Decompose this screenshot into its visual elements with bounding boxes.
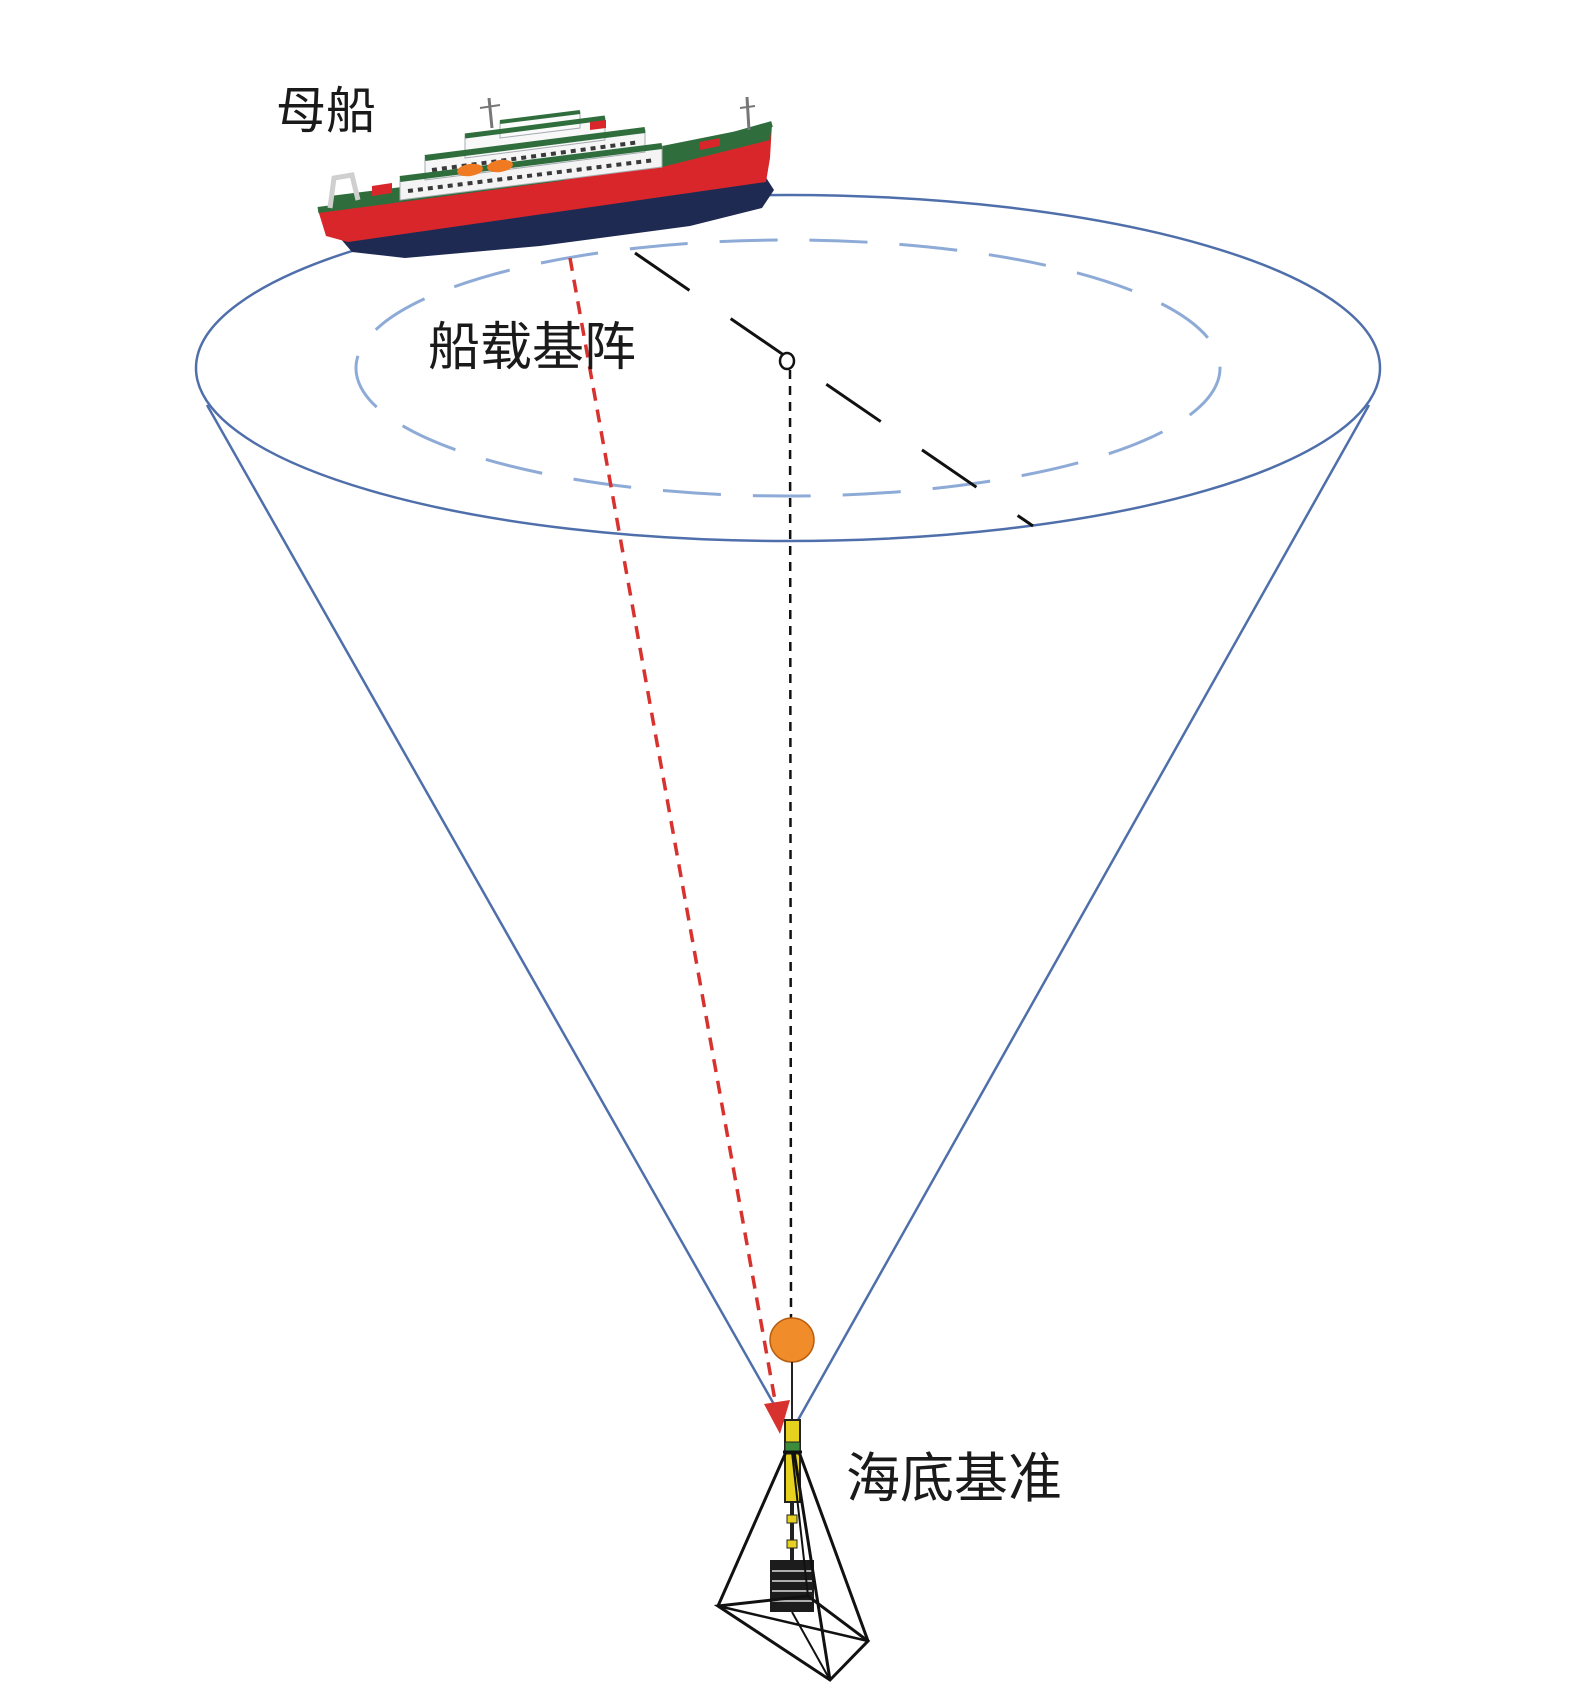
cone-right-edge — [796, 404, 1371, 1421]
ship-main-mast — [487, 97, 494, 129]
frame-leg-right — [797, 1451, 870, 1642]
frame-leg-left — [716, 1451, 788, 1607]
array-center-marker — [778, 351, 796, 371]
seafloor-benchmark-icon — [713, 1317, 871, 1682]
mother-ship-label: 母船 — [276, 82, 376, 140]
ship-bow-equipment — [700, 138, 720, 150]
ship-roof-tier-3 — [464, 115, 606, 139]
acoustic-ray-arrowhead — [764, 1400, 790, 1434]
ship-windows-row-1 — [407, 158, 656, 193]
frame-base-brace — [791, 1611, 831, 1681]
ship-lifeboat — [487, 159, 513, 173]
ship-bow-mast-yard — [739, 105, 756, 109]
frame-base-diagonal — [717, 1604, 869, 1643]
ship-roof-tier-2 — [424, 127, 646, 161]
cone-left-edge — [205, 404, 786, 1423]
ship-top-equipment — [590, 120, 606, 130]
ship-roof-tier-1 — [399, 143, 663, 182]
frame-leg-back — [791, 1451, 809, 1597]
float-ball — [769, 1317, 815, 1363]
ship-bow-mast — [745, 96, 751, 131]
shipborne-array-label: 船载基阵 — [428, 318, 636, 378]
ship-main-mast-yard — [479, 104, 501, 109]
ship-stern-a-frame — [327, 172, 361, 209]
ship-stern-equipment — [372, 183, 392, 196]
seafloor-benchmark-label: 海底基准 — [846, 1447, 1062, 1510]
release-collar — [786, 1514, 798, 1524]
acoustic-ray-dashed — [568, 257, 778, 1407]
ship-hull-underwater — [340, 176, 774, 258]
coverage-ellipse — [194, 193, 1382, 543]
array-dashed-ring — [354, 238, 1222, 498]
mother-ship-icon — [317, 96, 774, 258]
vertical-reference-line — [788, 369, 793, 1319]
array-baseline-dashed — [634, 251, 1034, 528]
ship-roof-wheelhouse — [499, 110, 581, 124]
frame-leg-front — [792, 1451, 832, 1681]
ship-lifeboat — [457, 163, 483, 177]
release-collar — [786, 1539, 798, 1549]
